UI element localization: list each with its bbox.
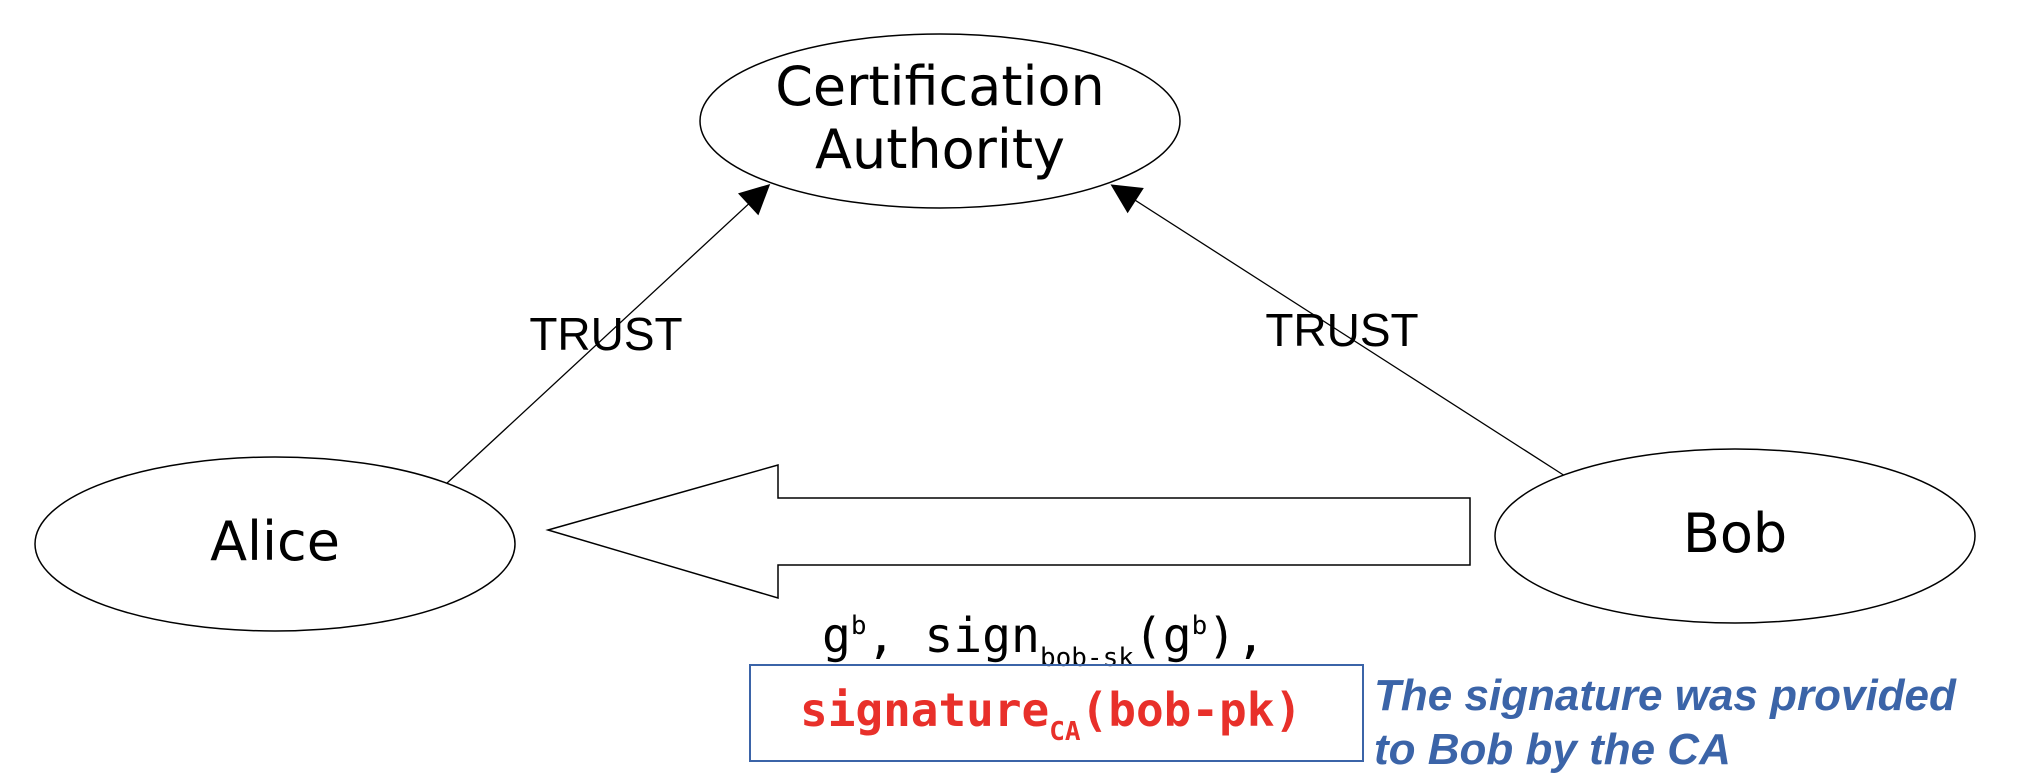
message-line1: gb, signbob-sk(gb), xyxy=(822,608,1265,673)
msg-sign-sub: bob-sk xyxy=(1040,643,1134,673)
signature-text: signatureCA(bob-pk) xyxy=(800,683,1302,747)
note-line1: The signature was provided xyxy=(1374,671,1957,720)
sig-sub: CA xyxy=(1049,717,1081,747)
message-arrow xyxy=(545,464,1471,600)
ca-label-line1: Certification xyxy=(775,55,1105,118)
msg-sup2: b xyxy=(1192,611,1208,641)
bob-trust-label: TRUST xyxy=(1265,304,1418,356)
alice-label: Alice xyxy=(210,510,340,573)
alice-trust-label: TRUST xyxy=(529,308,682,360)
bob-ca-edge xyxy=(1110,184,1566,477)
msg-sup1: b xyxy=(851,611,867,641)
sig-arg: (bob-pk) xyxy=(1081,683,1303,737)
msg-sign: , sign xyxy=(867,608,1040,664)
ca-node: Certification Authority xyxy=(699,33,1181,209)
msg-close: ), xyxy=(1207,608,1265,664)
ca-label-line2: Authority xyxy=(815,118,1065,181)
msg-g1: g xyxy=(822,608,851,664)
bob-node: Bob xyxy=(1494,448,1976,624)
alice-ca-edge xyxy=(445,183,771,485)
note-line2: to Bob by the CA xyxy=(1374,725,1731,774)
alice-node: Alice xyxy=(34,456,516,632)
bob-label: Bob xyxy=(1683,502,1787,565)
msg-open: (g xyxy=(1134,608,1192,664)
signature-box xyxy=(749,664,1364,762)
sig-word: signature xyxy=(800,683,1049,737)
